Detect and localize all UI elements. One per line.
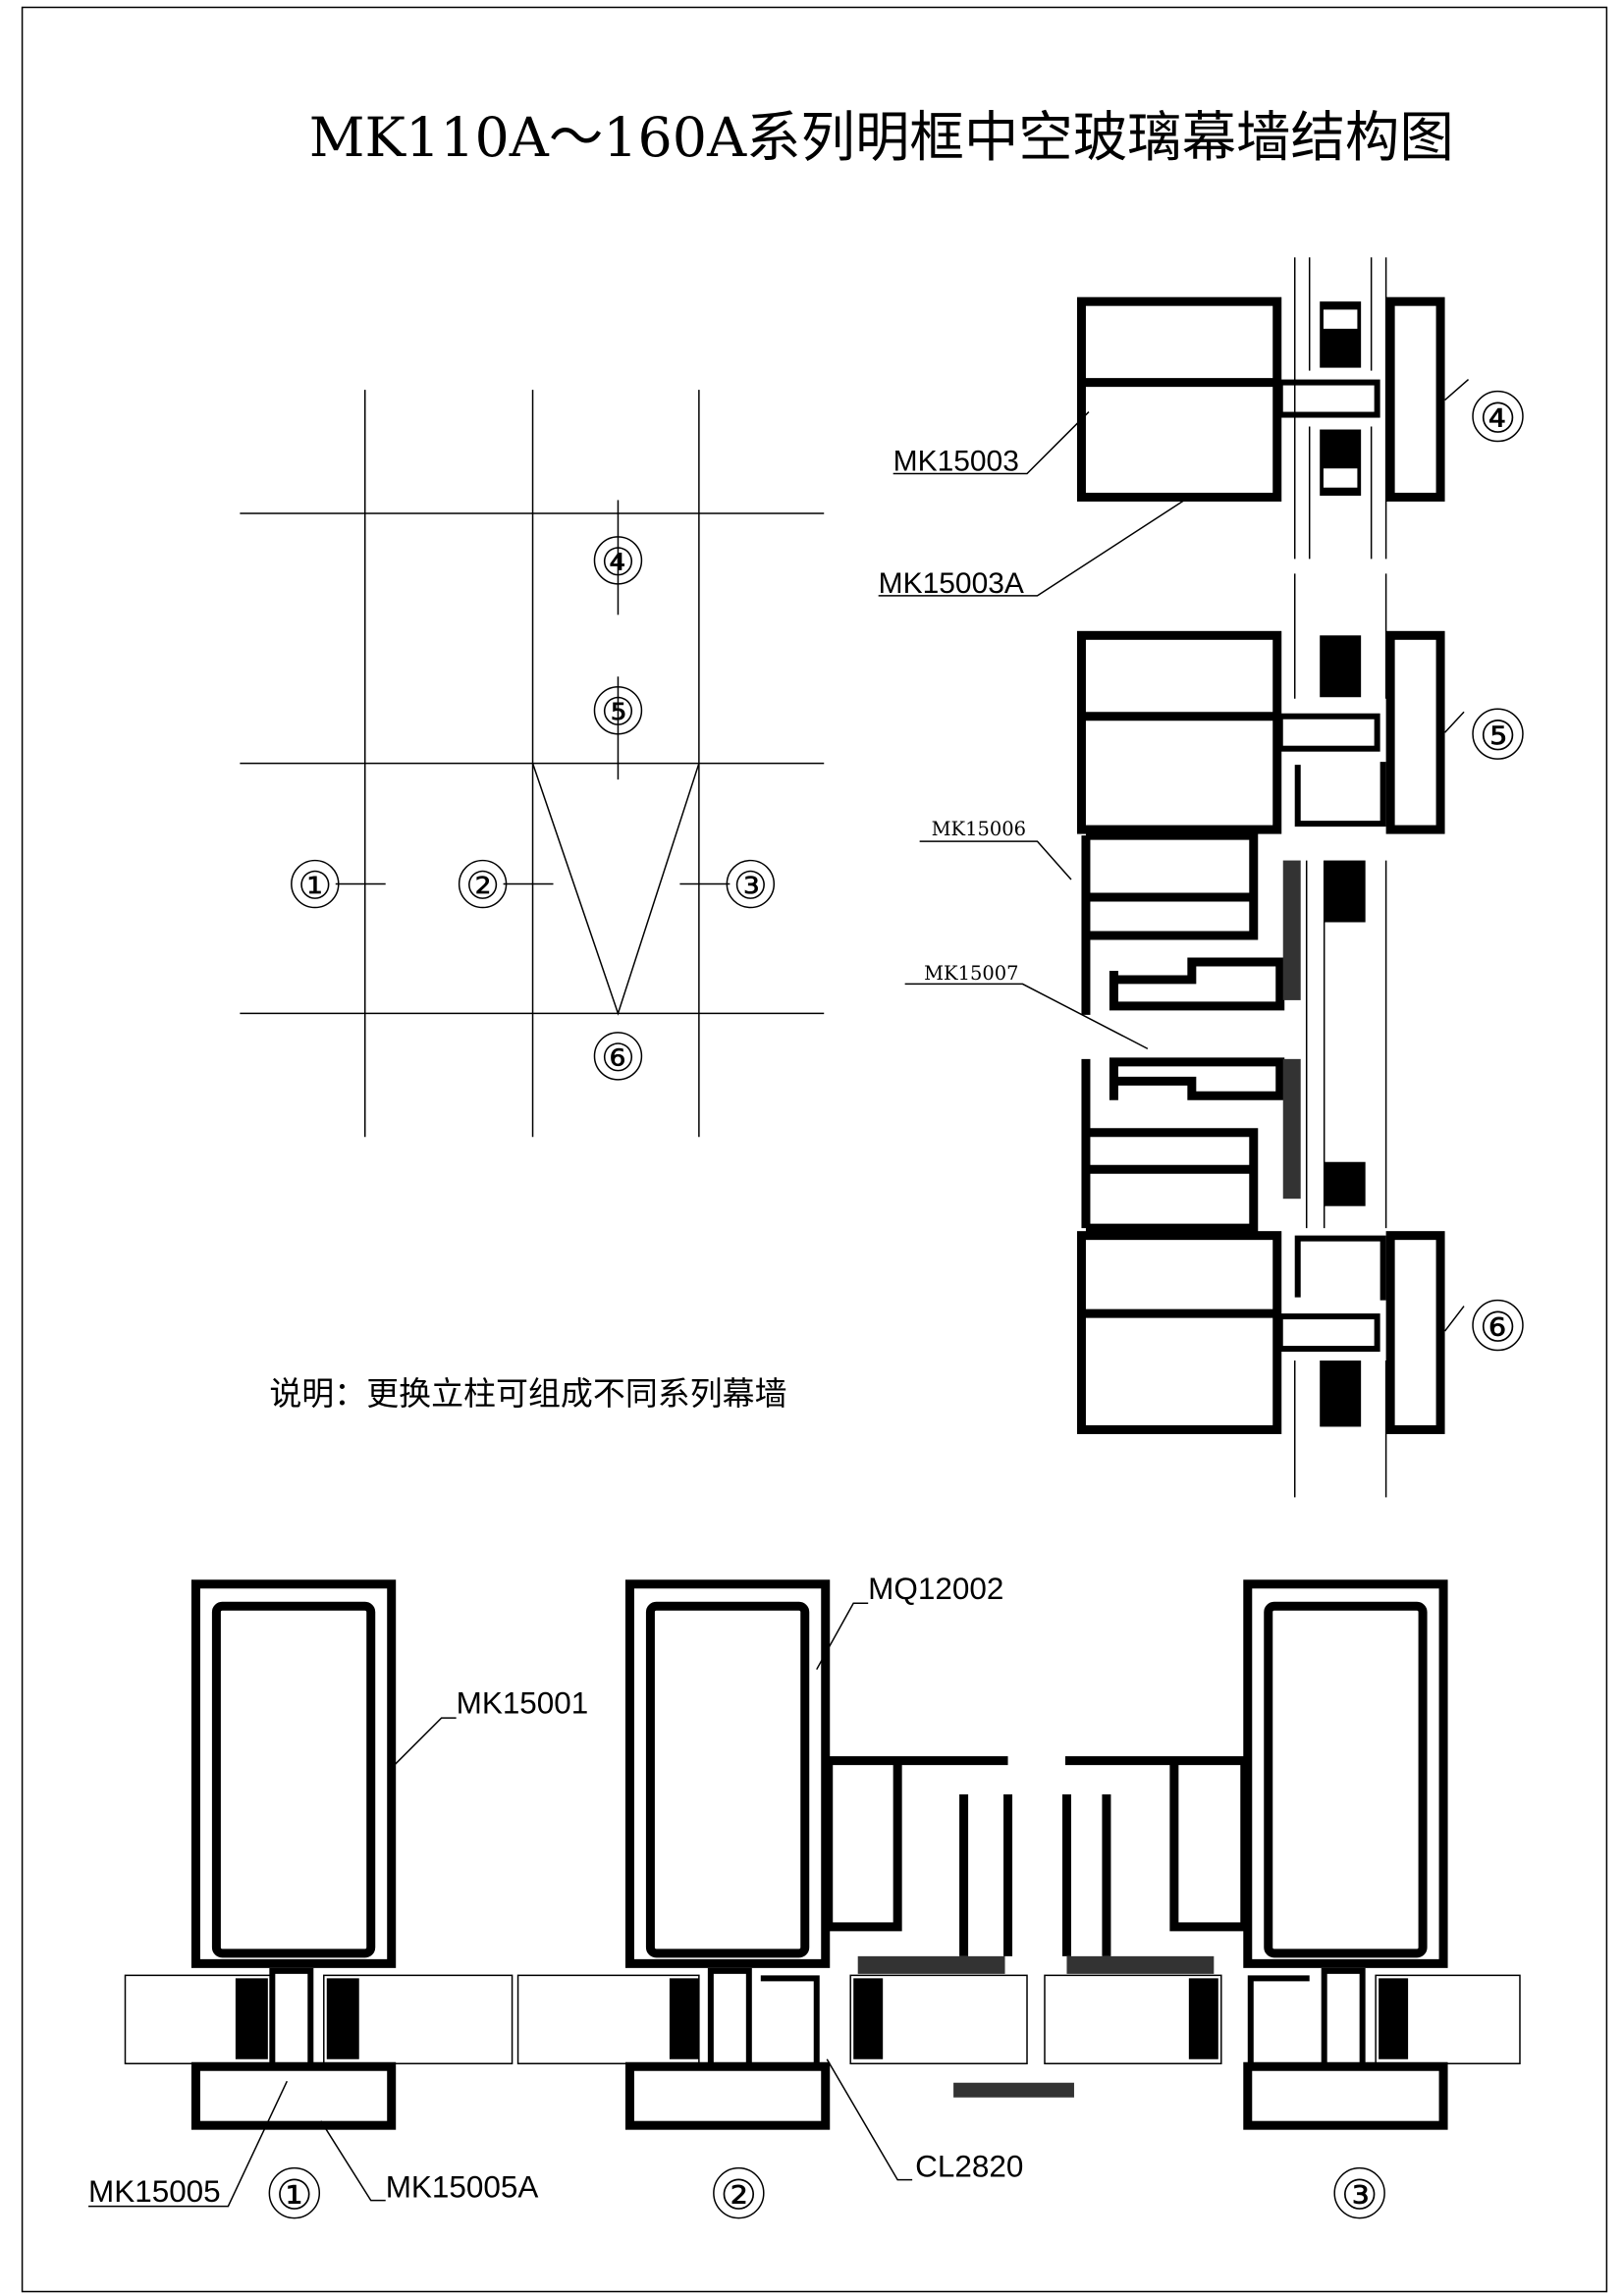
label-cl2820: CL2820 [826, 2058, 1023, 2184]
grid-marker-1: ① [291, 859, 340, 909]
svg-text:MK15003: MK15003 [893, 445, 1019, 477]
label-mk15001: MK15001 [394, 1686, 589, 1766]
plan-marker-1: ① [268, 2166, 321, 2219]
label-mk15006: MK15006 [919, 818, 1072, 881]
section-4 [1076, 257, 1445, 560]
grid-marker-2: ② [458, 859, 508, 909]
svg-text:MK15001: MK15001 [457, 1686, 589, 1721]
grid-marker-4: ④ [593, 536, 643, 585]
svg-text:⑤: ⑤ [601, 691, 635, 735]
plan-marker-2: ② [713, 2166, 765, 2219]
elevation-grid [240, 390, 825, 1138]
label-mk15003a: MK15003A [878, 499, 1185, 600]
svg-text:CL2820: CL2820 [915, 2150, 1023, 2184]
section-marker-6: ⑥ [1443, 1299, 1524, 1352]
label-mq12002: MQ12002 [816, 1572, 1003, 1671]
page-title: MK110A～160A系列明框中空玻璃幕墙结构图 [309, 107, 1454, 170]
svg-text:MK15006: MK15006 [932, 818, 1026, 840]
sheet-border [21, 6, 1608, 2293]
plan-section-1 [124, 1579, 514, 2130]
label-mk15005: MK15005 [88, 2080, 288, 2209]
svg-text:MK15007: MK15007 [924, 962, 1018, 985]
svg-text:③: ③ [1341, 2171, 1379, 2219]
section-5 [1076, 573, 1445, 834]
grid-marker-5: ⑤ [593, 686, 643, 735]
svg-text:①: ① [276, 2171, 313, 2219]
plan-marker-3: ③ [1333, 2166, 1385, 2219]
plan-section-2 [516, 1579, 1074, 2130]
label-mk15003: MK15003 [893, 411, 1090, 477]
svg-text:MK15005: MK15005 [88, 2174, 221, 2209]
svg-text:⑥: ⑥ [601, 1037, 635, 1081]
grid-marker-6: ⑥ [593, 1032, 643, 1081]
svg-text:②: ② [721, 2171, 758, 2219]
svg-text:③: ③ [733, 865, 768, 909]
svg-text:MK15005A: MK15005A [386, 2170, 539, 2205]
svg-text:①: ① [298, 865, 332, 909]
section-marker-5: ⑤ [1444, 708, 1524, 760]
svg-text:MK15003A: MK15003A [879, 567, 1024, 600]
label-mk15007: MK15007 [904, 962, 1149, 1050]
section-mk15006-mk15007 [1081, 830, 1387, 1233]
section-marker-4: ④ [1444, 379, 1524, 443]
note-text: 说明：更换立柱可组成不同系列幕墙 [269, 1374, 786, 1413]
section-6 [1076, 1231, 1445, 1498]
svg-text:④: ④ [1480, 395, 1517, 443]
svg-text:⑤: ⑤ [1480, 712, 1517, 760]
svg-text:⑥: ⑥ [1480, 1304, 1517, 1352]
svg-text:MQ12002: MQ12002 [868, 1572, 1003, 1606]
svg-text:④: ④ [601, 541, 635, 585]
grid-marker-3: ③ [726, 859, 776, 909]
label-mk15005a: MK15005A [320, 2120, 539, 2205]
plan-section-3 [1044, 1579, 1521, 2130]
svg-text:②: ② [465, 865, 500, 909]
